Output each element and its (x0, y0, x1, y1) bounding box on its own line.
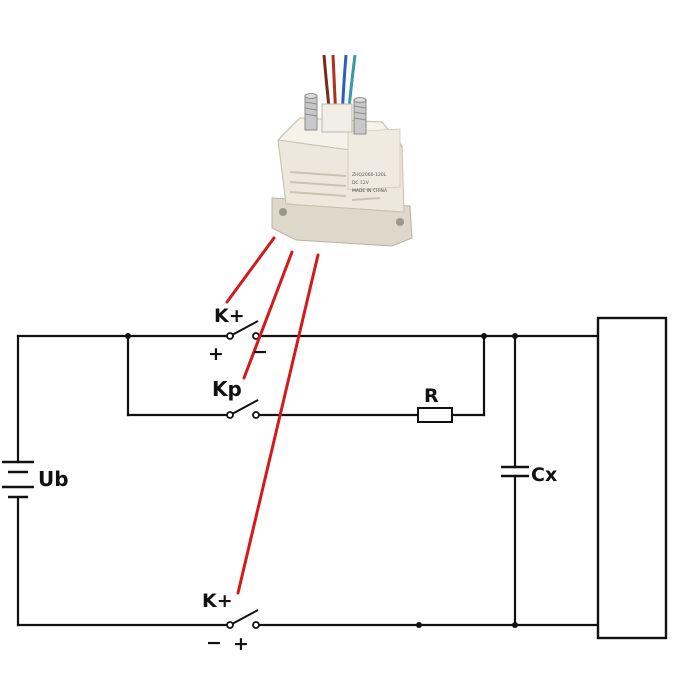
battery-symbol (2, 460, 34, 499)
pointer-kp (242, 250, 294, 380)
relay-label-line-1: ZHQ2060-120L (352, 172, 387, 178)
relay-label-line-3: MADE IN CHINA (352, 188, 388, 194)
label-capacitor: Cx (531, 464, 557, 486)
label-kp: Kp (212, 377, 242, 401)
relay-stud-left (304, 93, 318, 131)
resistor-symbol (417, 407, 453, 423)
relay-connector (321, 103, 353, 133)
label-k-plus-top: K+ (214, 305, 245, 327)
label-battery: Ub (38, 467, 69, 491)
relay-photo: ZHQ2060-120L DC 12V MADE IN CHINA (271, 54, 413, 247)
label-k-plus-bottom: K+ (202, 590, 233, 612)
junction-dot (512, 333, 518, 339)
switch-kp (226, 399, 260, 419)
switch-k-plus-bottom (226, 609, 260, 629)
relay-mount-hole-left (279, 208, 287, 216)
relay-label-plate (347, 128, 401, 191)
label-resistor: R (424, 385, 439, 407)
label-k-plus-bottom-negative: − (206, 632, 222, 654)
label-k-plus-bottom-positive: + (233, 633, 249, 655)
relay-label-line-2: DC 12V (352, 180, 370, 186)
relay-stud-right (353, 97, 367, 135)
label-k-plus-top-positive: + (208, 343, 224, 365)
junction-dots (125, 333, 518, 628)
pointer-lines (225, 236, 320, 595)
label-k-plus-top-negative: − (252, 341, 268, 363)
junction-dot (416, 622, 422, 628)
capacitor-symbol (501, 465, 529, 478)
pointer-k-plus-top (225, 236, 276, 304)
relay-mount-hole-right (396, 218, 404, 226)
junction-dot (481, 333, 487, 339)
switch-k-plus-top (226, 320, 260, 340)
pointer-k-plus-bottom (236, 253, 320, 595)
circuit-wires (16, 334, 600, 627)
junction-dot (125, 333, 131, 339)
load-box (596, 316, 668, 640)
junction-dot (512, 622, 518, 628)
